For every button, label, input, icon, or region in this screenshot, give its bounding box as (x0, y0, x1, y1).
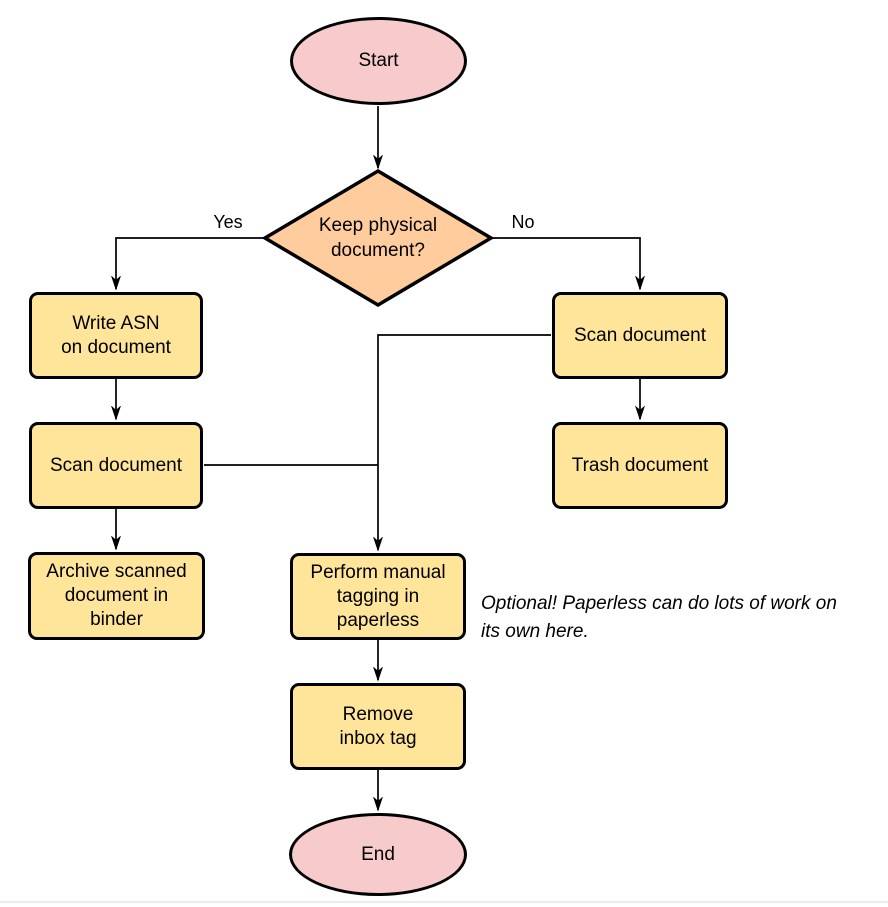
manual-tagging-node: Perform manual tagging in paperless (290, 553, 466, 640)
edge-label-no: No (511, 212, 535, 232)
scan-document-left-node: Scan document (29, 422, 203, 509)
remove-inbox-tag-label: Remove inbox tag (339, 703, 417, 749)
optional-note: Optional! Paperless can do lots of work … (481, 593, 837, 642)
end-node: End (289, 813, 467, 896)
edge-scan-right-to-tagging (378, 334, 551, 550)
edge-label-yes: Yes (213, 212, 243, 232)
edge-decision-to-scan-right (492, 237, 640, 289)
scan-document-left-label: Scan document (49, 454, 183, 476)
decision-node-label: Keep physical document? (318, 215, 438, 261)
remove-inbox-tag-node: Remove inbox tag (290, 683, 466, 770)
bottom-rule (0, 901, 888, 903)
decision-diamond-shape (261, 168, 495, 308)
trash-document-node: Trash document (552, 422, 728, 509)
edge-decision-to-write-asn (116, 237, 264, 289)
start-label: Start (358, 50, 399, 71)
write-asn-node: Write ASN on document (29, 292, 203, 379)
trash-document-label: Trash document (571, 454, 709, 476)
archive-label: Archive scanned document in binder (46, 561, 187, 630)
archive-node: Archive scanned document in binder (28, 552, 205, 640)
end-label: End (361, 843, 395, 865)
scan-document-right-label: Scan document (573, 324, 707, 346)
start-node: Start (290, 17, 467, 105)
manual-tagging-label: Perform manual tagging in paperless (310, 561, 446, 631)
write-asn-label: Write ASN on document (61, 312, 171, 358)
scan-document-right-node: Scan document (552, 292, 728, 379)
